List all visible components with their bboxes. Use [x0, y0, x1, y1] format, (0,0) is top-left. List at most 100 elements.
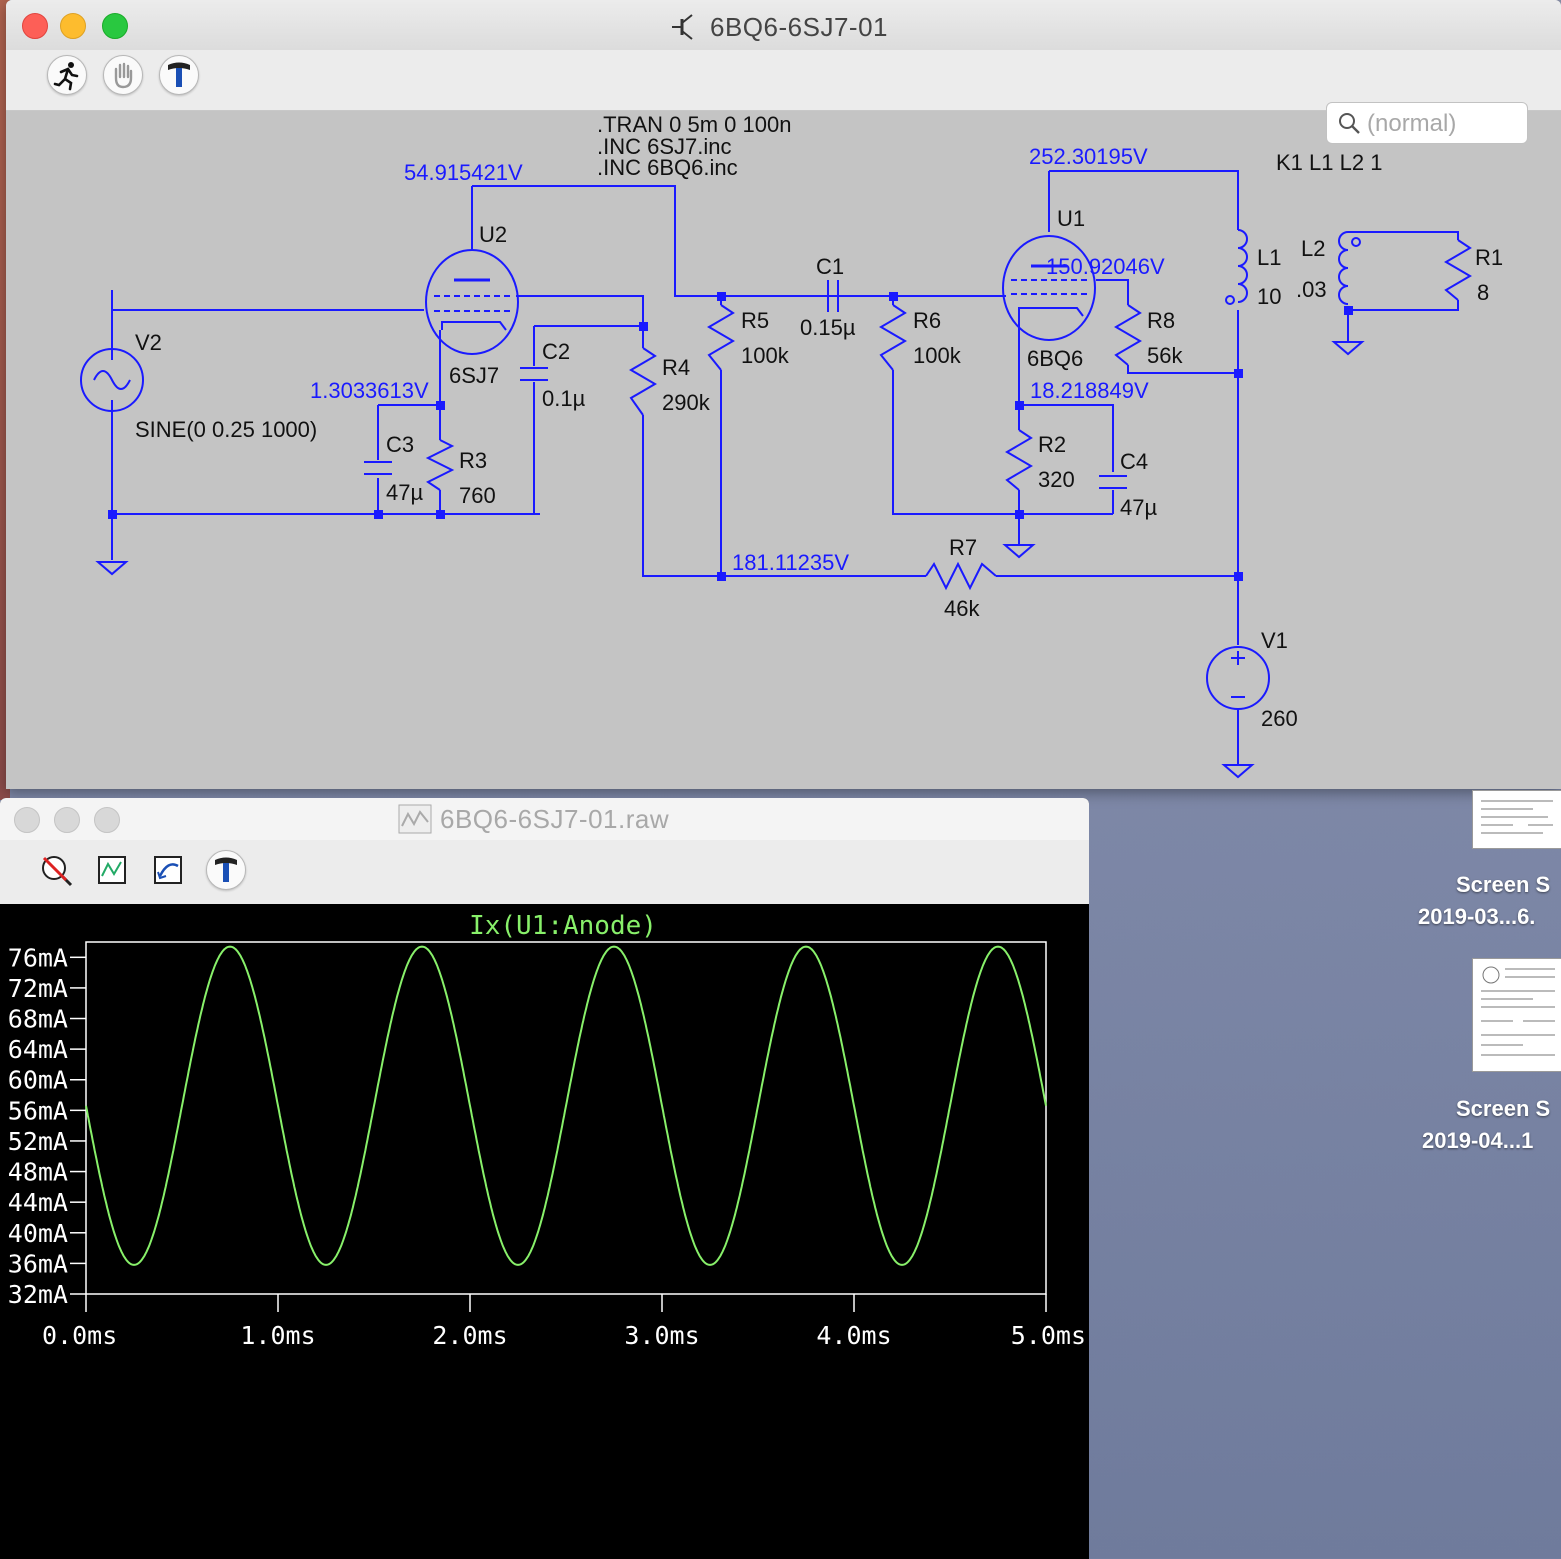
r3-label: R3	[459, 448, 487, 473]
minimize-button[interactable]	[54, 807, 80, 833]
autorange-button[interactable]	[94, 852, 130, 888]
x-tick-label: 5.0ms	[1011, 1321, 1086, 1350]
r5-label: R5	[741, 308, 769, 333]
running-man-icon	[53, 62, 79, 91]
waveform-file-icon	[398, 804, 432, 834]
l1-value: 10	[1257, 284, 1281, 309]
directive-tran: .TRAN 0 5m 0 100n	[597, 112, 791, 137]
c2-label: C2	[542, 339, 570, 364]
desktop-file-thumbnail[interactable]	[1472, 958, 1561, 1072]
directive-inc-6bq6: .INC 6BQ6.inc	[597, 155, 738, 180]
search-field[interactable]: (normal)	[1326, 102, 1528, 144]
v2-label: V2	[135, 330, 162, 355]
schematic-window-title: 6BQ6-6SJ7-01	[710, 12, 888, 42]
schematic-canvas[interactable]: .TRAN 0 5m 0 100n .INC 6SJ7.inc .INC 6BQ…	[6, 111, 1561, 789]
r2-label: R2	[1038, 432, 1066, 457]
close-button[interactable]	[14, 807, 40, 833]
desktop-file-label: Screen S	[1456, 1096, 1551, 1121]
y-tick-label: 44mA	[8, 1188, 68, 1217]
r1-label: R1	[1475, 245, 1503, 270]
coupling-directive: K1 L1 L2 1	[1276, 150, 1382, 175]
l2-value: .03	[1296, 277, 1327, 302]
zoom-cancel-button[interactable]	[38, 852, 74, 888]
schematic-toolbar: (normal)	[6, 50, 1561, 144]
search-icon	[1339, 113, 1360, 134]
minimize-button[interactable]	[60, 13, 86, 39]
r6-label: R6	[913, 308, 941, 333]
node-voltage-u2-cathode: 1.3033613V	[310, 378, 429, 403]
zoom-button[interactable]	[102, 13, 128, 39]
v1-value: 260	[1261, 706, 1298, 731]
settings-button[interactable]	[206, 850, 246, 890]
node-voltage-u1-screen: 150.92046V	[1046, 254, 1165, 279]
document-preview-icon	[1481, 800, 1553, 834]
l2-label: L2	[1301, 236, 1325, 261]
r5-value: 100k	[741, 343, 790, 368]
y-tick-label: 56mA	[8, 1096, 68, 1125]
halt-button[interactable]	[103, 55, 143, 95]
v1-label: V1	[1261, 628, 1288, 653]
schematic-titlebar: 6BQ6-6SJ7-01	[6, 0, 1561, 50]
y-tick-label: 76mA	[8, 943, 68, 972]
y-tick-label: 52mA	[8, 1127, 68, 1156]
settings-button[interactable]	[159, 55, 199, 95]
r7-value: 46k	[944, 596, 980, 621]
node-voltage-b-plus: 181.11235V	[732, 550, 849, 575]
y-axis: 32mA36mA40mA44mA48mA52mA56mA60mA64mA68mA…	[8, 943, 86, 1309]
u2-model: 6SJ7	[449, 363, 499, 388]
c1-value: 0.15µ	[800, 315, 856, 340]
node-voltage-u1-cathode: 18.218849V	[1030, 378, 1149, 403]
desktop-background-edge	[0, 0, 10, 800]
chart-title: Ix(U1:Anode)	[469, 911, 657, 941]
c4-label: C4	[1120, 449, 1148, 474]
hand-icon	[114, 62, 133, 89]
u1-label: U1	[1057, 206, 1085, 231]
component-symbols	[80, 229, 1472, 779]
r3-value: 760	[459, 483, 496, 508]
u2-label: U2	[479, 222, 507, 247]
r8-label: R8	[1147, 308, 1175, 333]
r8-value: 56k	[1147, 343, 1183, 368]
waveform-plot[interactable]: Ix(U1:Anode) 32mA36mA40mA44mA48mA52mA56m…	[0, 904, 1089, 1559]
r4-label: R4	[662, 355, 690, 380]
run-button[interactable]	[47, 55, 87, 95]
series-line-ix-u1-anode	[85, 945, 1047, 1266]
y-tick-label: 72mA	[8, 974, 68, 1003]
r2-value: 320	[1038, 467, 1075, 492]
r1-value: 8	[1477, 280, 1489, 305]
c4-value: 47µ	[1120, 495, 1157, 520]
x-tick-label: 4.0ms	[816, 1321, 891, 1350]
x-tick-label: 0.0ms	[42, 1321, 117, 1350]
directive-inc-6sj7: .INC 6SJ7.inc	[597, 134, 732, 159]
y-tick-label: 32mA	[8, 1280, 68, 1309]
wires	[111, 170, 1459, 765]
y-tick-label: 64mA	[8, 1035, 68, 1064]
junction-dots	[108, 292, 1353, 581]
hammer-icon	[215, 857, 237, 882]
schematic-window: 6BQ6-6SJ7-01 (normal)	[6, 0, 1561, 789]
y-tick-label: 36mA	[8, 1249, 68, 1278]
l1-label: L1	[1257, 245, 1281, 270]
y-tick-label: 60mA	[8, 1066, 68, 1095]
search-placeholder: (normal)	[1367, 110, 1457, 137]
c3-label: C3	[386, 432, 414, 457]
node-voltage-u2-plate: 54.915421V	[404, 160, 523, 185]
close-button[interactable]	[22, 13, 48, 39]
desktop-file-label: 2019-04...1	[1422, 1128, 1534, 1153]
zoom-back-button[interactable]	[150, 852, 186, 888]
desktop-file-label: Screen S	[1456, 872, 1551, 897]
r4-value: 290k	[662, 390, 711, 415]
desktop-file-thumbnail[interactable]	[1472, 790, 1561, 849]
zoom-button[interactable]	[94, 807, 120, 833]
desktop-file-label: 2019-03...6.	[1418, 904, 1536, 929]
c1-label: C1	[816, 254, 844, 279]
r6-value: 100k	[913, 343, 962, 368]
u1-model: 6BQ6	[1027, 346, 1083, 371]
plot-area-frame	[85, 941, 1047, 1295]
node-voltage-u1-plate: 252.30195V	[1029, 144, 1148, 169]
x-tick-label: 2.0ms	[432, 1321, 507, 1350]
y-tick-label: 48mA	[8, 1158, 68, 1187]
x-tick-label: 3.0ms	[624, 1321, 699, 1350]
